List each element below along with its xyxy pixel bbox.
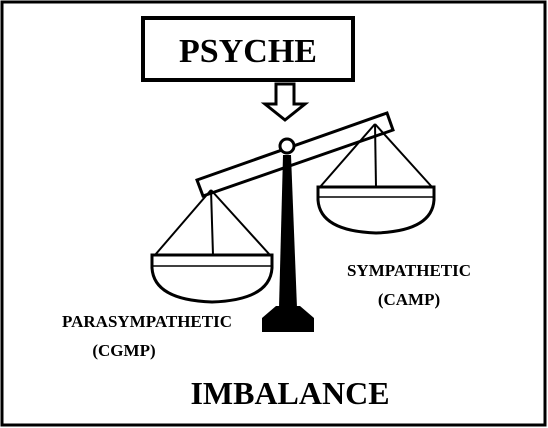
pivot-ring	[278, 137, 296, 155]
psyche-box	[141, 16, 355, 82]
scale-base	[262, 306, 314, 332]
right-pan	[316, 123, 436, 235]
imbalance-caption: IMBALANCE	[190, 375, 389, 411]
psyche-title: PSYCHE	[179, 33, 317, 70]
scale-beam	[195, 111, 395, 198]
camp-label: (CAMP)	[378, 290, 440, 309]
left-pan	[150, 189, 274, 304]
scale-pole	[279, 155, 297, 308]
sympathetic-label: SYMPATHETIC	[347, 261, 471, 280]
cgmp-label: (CGMP)	[92, 341, 155, 360]
parasympathetic-label: PARASYMPATHETIC	[62, 312, 232, 331]
down-arrow-icon	[260, 82, 310, 122]
